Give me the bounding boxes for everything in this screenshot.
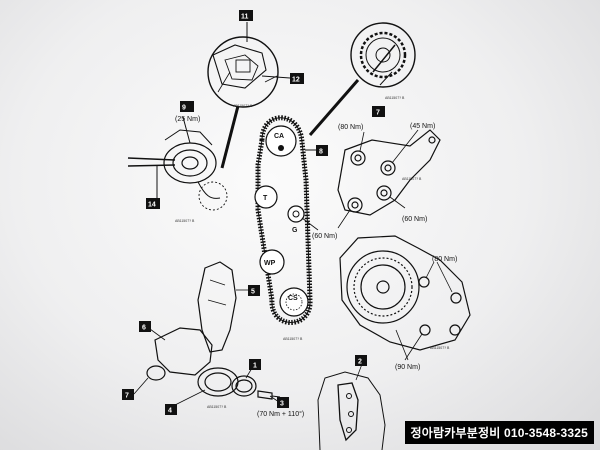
callout-2: 2 (355, 355, 367, 366)
torque-housing-b: (90 Nm) (395, 364, 420, 371)
callout-5: 5 (248, 285, 260, 296)
svg-text:WP: WP (264, 260, 276, 267)
figure-code: AB11507? B (207, 405, 227, 409)
svg-text:12: 12 (292, 77, 300, 84)
torque-bracket-a: (80 Nm) (338, 124, 363, 131)
callout-4: 4 (165, 404, 177, 415)
svg-text:1: 1 (253, 363, 257, 370)
callout-8: 8 (305, 145, 328, 156)
svg-text:8: 8 (319, 149, 323, 156)
pulley-camshaft: CA (265, 125, 297, 157)
callout-12: 11 (239, 10, 253, 21)
figure-code: AB11507? B (430, 346, 450, 350)
figure-code: AB11507? B (385, 96, 405, 100)
detail-crankshaft-bolt (127, 116, 228, 211)
svg-text:9: 9 (182, 105, 186, 112)
callout-7: 7 (122, 389, 134, 400)
pulley-tensioner: T (254, 185, 278, 209)
svg-text:4: 4 (168, 408, 172, 415)
svg-text:7: 7 (125, 393, 129, 400)
pulley-crankshaft: CS (279, 287, 309, 317)
detail-circle-tensioner (207, 22, 291, 169)
callout-3: 3 (277, 397, 289, 408)
callout-13: 12 (290, 73, 304, 84)
timing-cover-parts (133, 261, 281, 406)
callout-14: 14 (146, 198, 160, 209)
pulley-water-pump: WP (259, 249, 285, 275)
torque-housing-a: (80 Nm) (432, 256, 457, 263)
timing-belt (255, 115, 313, 325)
figure-code: AB11507? B (175, 219, 195, 223)
watermark: 정아람카부분정비 010-3548-3325 (404, 421, 594, 444)
svg-text:5: 5 (251, 289, 255, 296)
svg-text:T: T (263, 195, 268, 202)
svg-text:11: 11 (241, 14, 249, 21)
torque-bracket-b: (45 Nm) (410, 123, 435, 130)
torque-crank: (25 Nm) (175, 116, 200, 123)
svg-text:2: 2 (358, 359, 362, 366)
rear-housing (339, 235, 471, 361)
svg-text:CA: CA (274, 133, 284, 140)
svg-text:14: 14 (148, 202, 156, 209)
figure-code: AB11507? B (283, 337, 303, 341)
svg-text:G: G (292, 227, 298, 234)
figure-code: AB11507? B (402, 177, 422, 181)
engine-fragment (317, 363, 386, 450)
torque-crank-bolt: (70 Nm + 110°) (257, 410, 304, 418)
svg-text:6: 6 (142, 325, 146, 332)
torque-idler: (60 Nm) (312, 233, 337, 240)
tensioner-bracket (337, 129, 441, 229)
callout-11: 9 (180, 101, 194, 112)
callout-1: 1 (249, 359, 261, 370)
detail-circle-camshaft-sprocket (308, 22, 416, 136)
figure-code: AB11507? B (233, 104, 253, 108)
torque-bracket-c: (60 Nm) (402, 216, 427, 223)
callout-6: 6 (139, 321, 151, 332)
svg-text:CS: CS (288, 295, 298, 302)
svg-text:3: 3 (280, 401, 284, 408)
callout-9: 7 (372, 106, 385, 117)
pulley-idler: G (287, 205, 305, 234)
svg-text:7: 7 (376, 110, 380, 117)
